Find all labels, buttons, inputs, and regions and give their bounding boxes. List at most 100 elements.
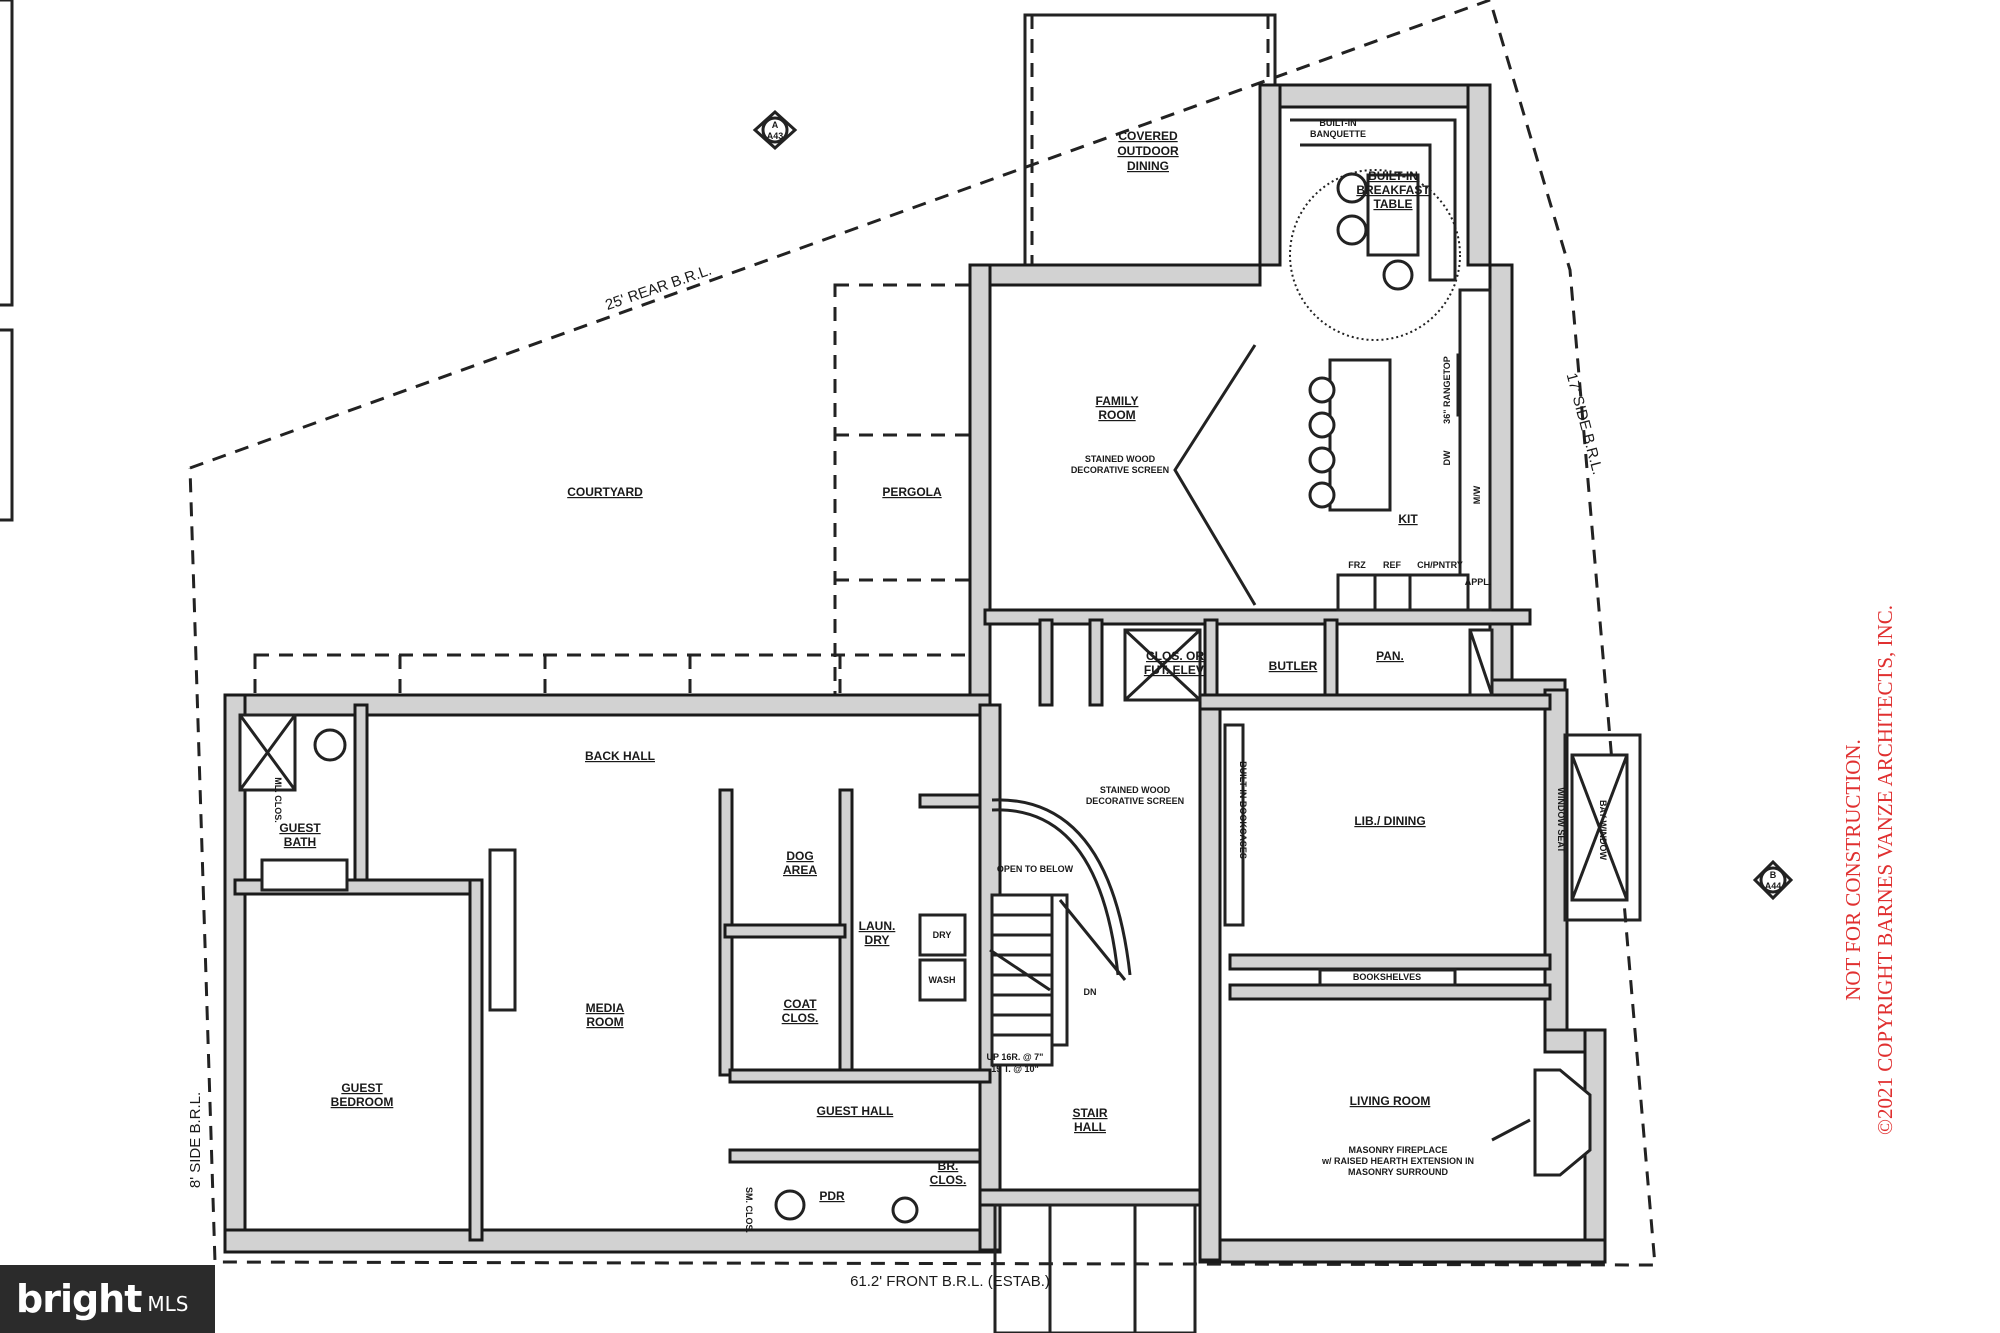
svg-text:A: A [772, 120, 779, 130]
label-dry: DRY [933, 930, 952, 940]
svg-text:A43: A43 [767, 131, 784, 141]
washer [918, 958, 967, 1002]
label-living: LIVING ROOM [1350, 1094, 1431, 1108]
label-clos-elev-1: CLOS. OR [1146, 649, 1204, 663]
label-rear-brl: 25' REAR B.R.L. [603, 262, 714, 314]
label-frz: FRZ [1348, 560, 1366, 570]
label-ref: REF [1383, 560, 1402, 570]
label-guest-hall: GUEST HALL [817, 1104, 894, 1118]
label-bay-window: BAY WINDOW [1598, 800, 1608, 861]
label-br-clos-2: CLOS. [930, 1173, 967, 1187]
toilet-icon [313, 728, 347, 762]
label-banquette-1: BUILT-IN [1319, 118, 1356, 128]
decorative-screen-family [1173, 344, 1257, 606]
label-fireplace-1: MASONRY FIREPLACE [1348, 1145, 1447, 1155]
label-ml-clos: ML. CLOS. [273, 777, 283, 823]
label-laun-2: DRY [865, 933, 890, 947]
front-porch [993, 1203, 1197, 1333]
fireplace [1533, 1068, 1592, 1177]
label-bedroom-1: GUEST [341, 1081, 383, 1095]
label-breakfast-3: TABLE [1373, 197, 1412, 211]
bright-mls-logo: bright MLS [0, 1265, 215, 1333]
label-range: 36" RANGETOP [1442, 356, 1452, 424]
label-dn: DN [1084, 987, 1097, 997]
label-pan: PAN. [1376, 649, 1404, 663]
label-breakfast-1: BUILT-IN [1368, 169, 1418, 183]
label-bookcases: BUILT-IN BOOKCASES [1238, 761, 1248, 859]
svg-text:B: B [1770, 870, 1777, 880]
dryer [918, 913, 967, 957]
label-window-seat: WINDOW SEAT [1556, 787, 1566, 853]
label-covered-dining-3: DINING [1127, 159, 1169, 173]
bookshelves-bar [1318, 968, 1457, 987]
label-br-clos-1: BR. [938, 1159, 959, 1173]
label-breakfast-2: BREAKFAST [1356, 183, 1430, 197]
built-in-bookcases [1223, 723, 1245, 927]
label-pergola: PERGOLA [882, 485, 942, 499]
label-mw: M/W [1472, 485, 1482, 504]
label-media-1: MEDIA [586, 1001, 625, 1015]
label-sm-clos: SM. CLOS. [744, 1187, 754, 1233]
interior-walls [233, 608, 1552, 1242]
logo-brand: bright [16, 1277, 142, 1321]
label-coat-2: CLOS. [782, 1011, 819, 1025]
label-dw: DW [1442, 450, 1452, 465]
breakfast-table [1366, 173, 1420, 257]
kitchen-counter [1458, 288, 1492, 612]
copyright-line-1: NOT FOR CONSTRUCTION. [1841, 739, 1865, 1001]
vanity [260, 858, 349, 892]
sink-icon [774, 1189, 806, 1221]
label-bookshelves: BOOKSHELVES [1353, 972, 1421, 982]
label-bedroom-2: BEDROOM [331, 1095, 394, 1109]
label-coat-1: COAT [783, 997, 817, 1011]
label-media-2: ROOM [586, 1015, 623, 1029]
toilet-icon [891, 1196, 919, 1224]
exterior-walls [223, 83, 1607, 1264]
label-family-2: ROOM [1098, 408, 1135, 422]
label-guest-bath-2: BATH [284, 835, 316, 849]
label-lib-dining: LIB./ DINING [1354, 814, 1425, 828]
label-butler: BUTLER [1269, 659, 1318, 673]
label-appl: APPL. [1465, 577, 1492, 587]
label-stair-screen-1: STAINED WOOD [1100, 785, 1171, 795]
label-fireplace-2: w/ RAISED HEARTH EXTENSION IN [1321, 1156, 1474, 1166]
label-dog-1: DOG [786, 849, 813, 863]
appliance-row [1336, 573, 1470, 612]
banquette [1290, 118, 1457, 282]
label-family-screen-1: STAINED WOOD [1085, 454, 1156, 464]
label-covered-dining-2: OUTDOOR [1117, 144, 1179, 158]
label-clos-elev-2: FUT. ELEV. [1144, 663, 1206, 677]
label-stair-1: STAIR [1072, 1106, 1107, 1120]
label-fireplace-3: MASONRY SURROUND [1348, 1167, 1449, 1177]
logo-suffix: MLS [147, 1292, 189, 1316]
edge-fragment [0, 0, 14, 307]
label-chpntry: CH/PNTRY [1417, 560, 1463, 570]
label-laun-1: LAUN. [859, 919, 896, 933]
label-dog-2: AREA [783, 863, 817, 877]
label-family-screen-2: DECORATIVE SCREEN [1071, 465, 1169, 475]
breakfast-floor-hatch [1289, 169, 1461, 341]
label-side-brl-left: 8' SIDE B.R.L. [187, 1092, 204, 1188]
label-wash: WASH [929, 975, 956, 985]
stair [989, 798, 1132, 1067]
label-covered-dining-1: COVERED [1118, 129, 1178, 143]
section-marker-right: B A44 [1752, 859, 1794, 901]
label-front-brl: 61.2' FRONT B.R.L. (ESTAB.) [850, 1273, 1050, 1290]
kitchen-island [1328, 358, 1392, 512]
edge-fragment [0, 328, 14, 522]
section-marker-top: A A43 [752, 109, 798, 151]
label-stair-screen-2: DECORATIVE SCREEN [1086, 796, 1184, 806]
label-kit: KIT [1398, 512, 1418, 526]
label-courtyard: COURTYARD [567, 485, 643, 499]
label-up-1: UP 16R. @ 7" [987, 1052, 1044, 1062]
label-pdr: PDR [819, 1189, 845, 1203]
label-side-brl-right: 17' SIDE B.R.L. [1563, 371, 1606, 476]
copyright-line-2: ©2021 COPYRIGHT BARNES VANZE ARCHITECTS,… [1873, 605, 1897, 1135]
bay-window [1563, 733, 1642, 922]
label-open-below: OPEN TO BELOW [997, 864, 1074, 874]
label-banquette-2: BANQUETTE [1310, 129, 1366, 139]
media-built-in [488, 848, 517, 1012]
label-up-2: 19 T. @ 10" [991, 1064, 1039, 1074]
label-back-hall: BACK HALL [585, 749, 655, 763]
